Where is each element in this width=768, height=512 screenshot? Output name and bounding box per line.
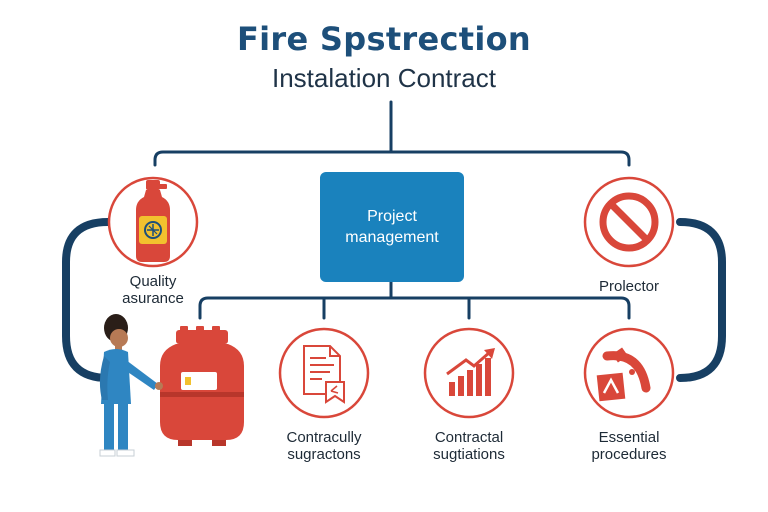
contracts-label: Contracully sugractons <box>264 429 384 463</box>
quality-label-line2: asurance <box>122 290 184 307</box>
procedures-label-line2: procedures <box>591 446 667 463</box>
diagram-title: Fire Spstrection <box>236 20 532 58</box>
quality-label-line1: Quality <box>129 273 177 290</box>
diagram-subtitle: Instalation Contract <box>271 63 496 93</box>
connector-lines <box>153 100 631 320</box>
worker-figure <box>99 314 163 457</box>
protector-label-line1: Prolector <box>598 278 660 295</box>
contracts-label-line1: Contracully <box>286 429 362 446</box>
left-bracket <box>62 218 112 382</box>
procedures-circle <box>583 327 675 419</box>
gas-cylinder <box>160 326 244 446</box>
procedures-label: Essential procedures <box>569 429 689 463</box>
growth-chart-icon <box>446 348 495 396</box>
negotiations-label-line1: Contractal <box>434 429 504 446</box>
fire-extinguisher-bottle-icon <box>136 180 170 262</box>
protector-label: Prolector <box>569 278 689 295</box>
negotiations-label-line2: sugtiations <box>433 446 505 463</box>
procedures-label-line1: Essential <box>598 429 660 446</box>
center-label-line2: management <box>345 229 439 246</box>
project-management-box: Project management <box>320 172 464 282</box>
negotiations-label: Contractal sugtiations <box>409 429 529 463</box>
quality-label: Quality asurance <box>93 273 213 307</box>
fire-alarm-icon <box>596 347 651 402</box>
contracts-label-line2: sugractons <box>287 446 361 463</box>
right-bracket <box>676 218 726 382</box>
contract-document-icon <box>303 345 345 404</box>
prohibited-sign-icon <box>599 192 659 252</box>
center-label-line1: Project <box>367 208 417 225</box>
